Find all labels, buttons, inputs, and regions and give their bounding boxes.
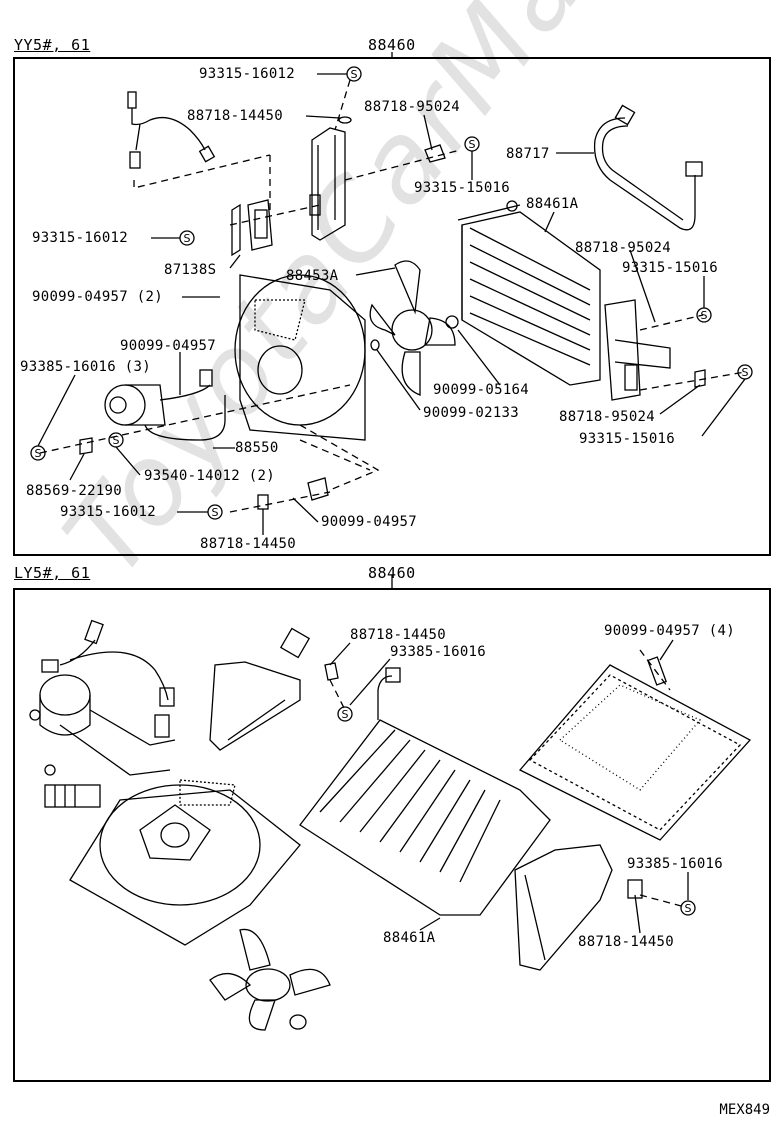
fan-motor-bottom-part [29,674,176,808]
fan-shroud-bottom-part [69,779,301,946]
part-label: 88718-14450 [200,536,297,552]
part-label: 93315-16012 [60,504,157,520]
part-label: 88569-22190 [26,483,123,499]
center-bracket-part [309,127,346,241]
side-bracket-top-part [604,299,671,401]
part-label: 93315-16012 [32,230,129,246]
part-label: 88717 [506,146,550,162]
bottom-model-label: LY5#, 61 [14,564,91,582]
part-label: 88461A [383,930,436,946]
part-label: 93315-15016 [579,431,676,447]
part-label: 93540-14012 (2) [144,468,275,484]
bottom-diagram-panel [13,588,771,1082]
figure-code: MEX849 [719,1102,770,1118]
part-label: 90099-04957 [321,514,418,530]
part-label: 88718-14450 [187,108,284,124]
seal-s-glyph: S [469,138,476,151]
part-label: 88718-95024 [364,99,461,115]
seal-s-glyph: S [685,902,692,915]
part-label: 93385-16016 (3) [20,359,151,375]
screen-bottom-part [518,649,752,841]
fan-bottom-part [209,928,331,1031]
fan-motor-top-part [104,369,226,441]
part-label: 93315-15016 [622,260,719,276]
seal-s-glyph: S [35,447,42,460]
fan-top-part [369,260,459,396]
bracket-bottom-part [209,627,311,751]
part-label: 88550 [235,440,279,456]
part-label: 93315-15016 [414,180,511,196]
part-label: 90099-02133 [423,405,520,421]
seal-s-glyph: S [212,506,219,519]
pipe-part [593,104,703,231]
part-label: 88718-14450 [578,934,675,950]
part-label: 88718-14450 [350,627,447,643]
seal-s-glyph: S [113,434,120,447]
seal-symbols-bottom: SS [337,706,696,916]
condenser-top-part [457,200,601,386]
wire-harness-bottom-part [41,619,175,738]
seal-s-glyph: S [351,68,358,81]
seal-s-glyph: S [742,366,749,379]
part-label: 93385-16016 [627,856,724,872]
relay-bracket-part [229,199,321,257]
part-label: 87138S [164,262,217,278]
part-label: 93385-16016 [390,644,487,660]
part-label: 88718-95024 [559,409,656,425]
top-assembly-number: 88460 [368,36,416,54]
part-label: 88461A [526,196,579,212]
part-label: 90099-04957 (2) [32,289,163,305]
top-model-label: YY5#, 61 [14,36,91,54]
part-label: 90099-04957 [120,338,217,354]
wire-harness-part [127,91,216,169]
seal-s-glyph: S [184,232,191,245]
fan-shroud-top-part [234,274,366,441]
seal-s-glyph: S [342,708,349,721]
part-label: 88453A [286,268,339,284]
part-label: 90099-04957 (4) [604,623,735,639]
bottom-assembly-number: 88460 [368,564,416,582]
seal-s-glyph: S [701,309,708,322]
part-label: 93315-16012 [199,66,296,82]
condenser-bottom-part [299,667,551,916]
part-label: 88718-95024 [575,240,672,256]
part-label: 90099-05164 [433,382,530,398]
